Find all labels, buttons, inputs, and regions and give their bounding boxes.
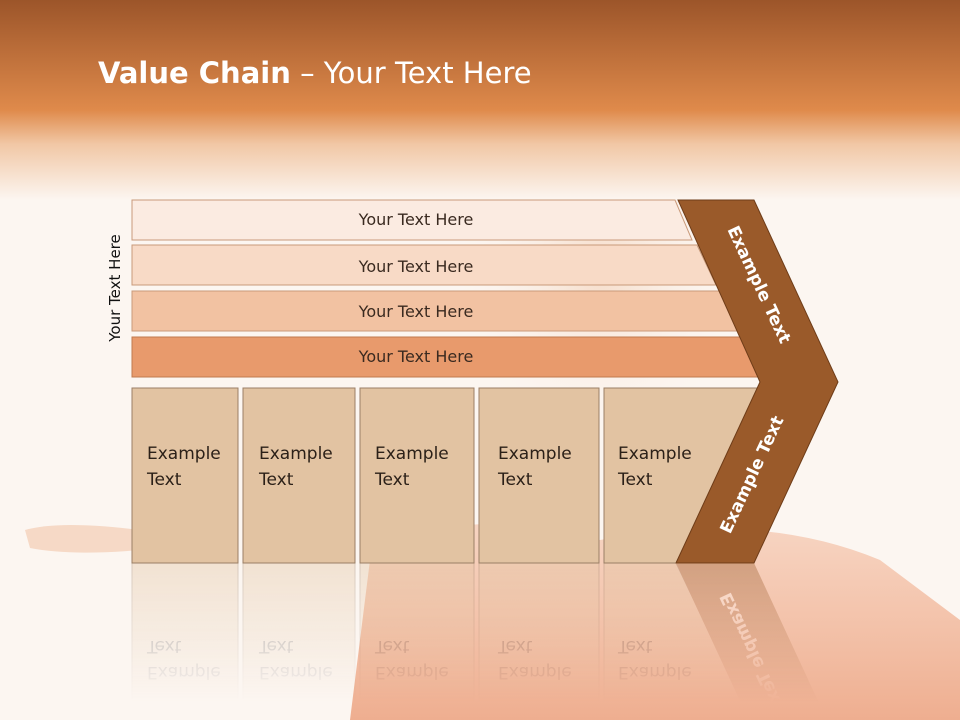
support-bar-2: Your Text Here (131, 244, 717, 286)
primary-box-5-line2: Text (617, 470, 653, 490)
slide-title: Value Chain – Your Text Here (98, 56, 532, 90)
primary-box-4-shape (478, 387, 600, 564)
reflection-box-4-line2: Text (497, 636, 533, 656)
support-bar-1-label: Your Text Here (358, 210, 474, 229)
reflection-box-1 (131, 562, 239, 720)
support-bar-2-label: Your Text Here (358, 257, 474, 276)
primary-box-5-line1: Example (618, 444, 692, 464)
reflection-box-1-line2: Text (146, 636, 182, 656)
reflection-box-2-line2: Text (258, 636, 294, 656)
primary-box-4-line2: Text (497, 470, 533, 490)
reflection-box-5-line2: Text (617, 636, 653, 656)
title-bold: Value Chain (98, 56, 291, 90)
primary-box-2-shape (242, 387, 356, 564)
support-bar-4: Your Text Here (131, 336, 763, 378)
support-bar-4-label: Your Text Here (358, 347, 474, 366)
reflection-box-4-line1: Example (498, 662, 572, 682)
reflection-box-5-line1: Example (618, 662, 692, 682)
primary-box-1-line2: Text (146, 470, 182, 490)
reflection-box-4 (478, 562, 600, 720)
primary-box-4-line1: Example (498, 444, 572, 464)
primary-box-2-line1: Example (259, 444, 333, 464)
reflection-box-3-line1: Example (375, 662, 449, 682)
support-bar-1: Your Text Here (131, 199, 693, 241)
reflection-chevron (676, 563, 827, 720)
primary-box-3: Example Text (359, 387, 475, 564)
reflection-box-1-line1: Example (147, 662, 221, 682)
reflection-box-3 (359, 562, 475, 720)
support-bar-3-label: Your Text Here (358, 302, 474, 321)
diagram-reflection: Example Text Example Text Example Text E… (131, 562, 827, 720)
primary-box-3-shape (359, 387, 475, 564)
primary-box-1-line1: Example (147, 444, 221, 464)
support-bar-1-shape (131, 199, 693, 241)
primary-box-2-line2: Text (258, 470, 294, 490)
primary-box-2: Example Text (242, 387, 356, 564)
primary-box-3-line1: Example (375, 444, 449, 464)
primary-box-1: Example Text (131, 387, 239, 564)
support-bar-3: Your Text Here (131, 290, 740, 332)
primary-box-5: Example Text (603, 387, 761, 564)
reflection-box-2 (242, 562, 356, 720)
reflection-box-2-line1: Example (259, 662, 333, 682)
reflection-box-3-line2: Text (374, 636, 410, 656)
title-rest: – Your Text Here (290, 56, 532, 90)
primary-box-3-line2: Text (374, 470, 410, 490)
primary-box-4: Example Text (478, 387, 600, 564)
primary-box-1-shape (131, 387, 239, 564)
